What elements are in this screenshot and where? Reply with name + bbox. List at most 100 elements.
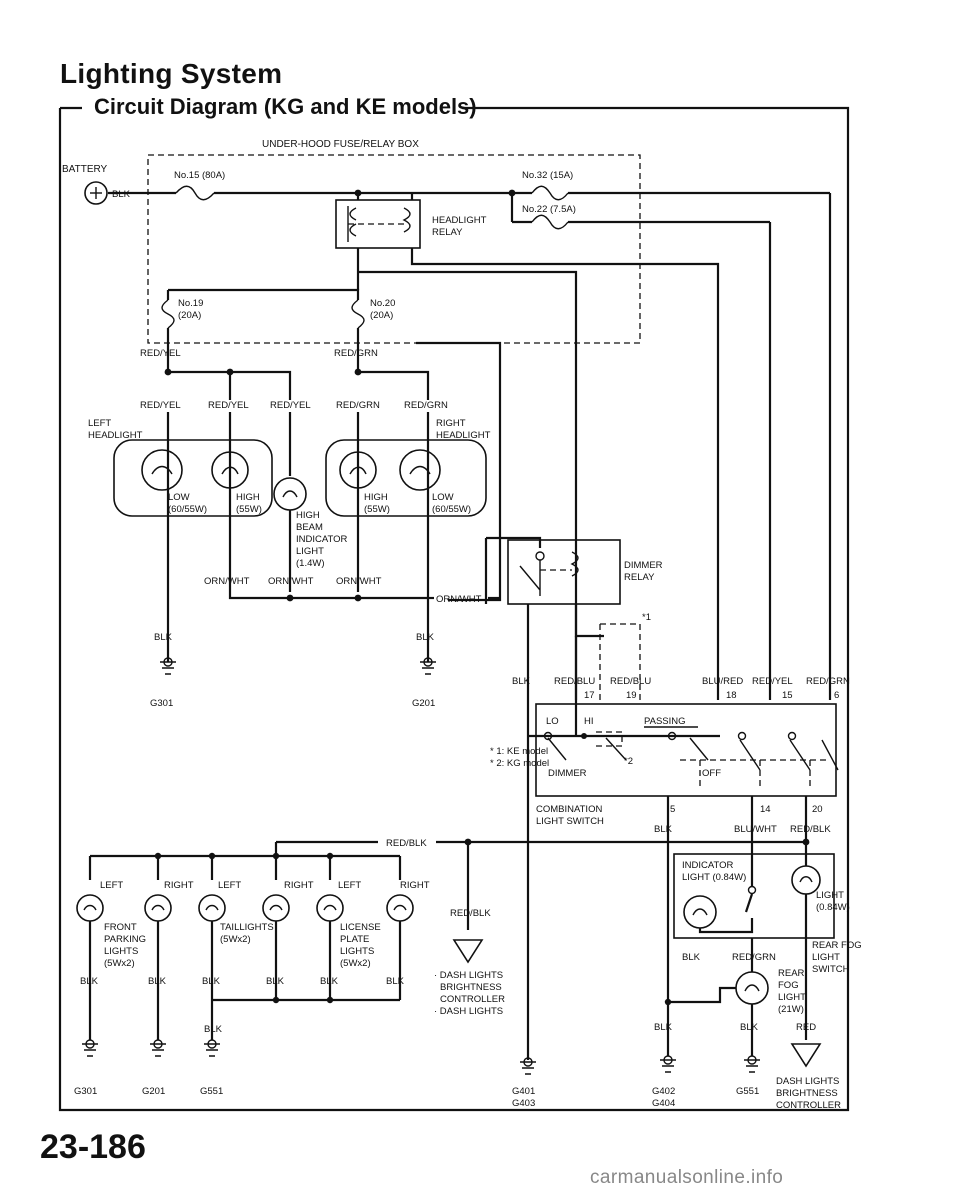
- ground-g201-lower: G201: [142, 1086, 165, 1097]
- right-headlight-label: RIGHT: [436, 418, 466, 429]
- hb-label-4: LIGHT: [296, 546, 324, 557]
- wire-blk-right: BLK: [416, 632, 435, 643]
- left-headlight-label: LEFT: [88, 418, 111, 429]
- battery-label: BATTERY: [62, 164, 108, 175]
- wire-red-grn-fog: RED/GRN: [732, 952, 776, 963]
- fuse-20-label: No.20: [370, 298, 395, 309]
- battery-icon: [84, 181, 108, 205]
- star1-mark: *1: [642, 612, 651, 623]
- wire-blk-g551: BLK: [740, 1022, 759, 1033]
- dash-controller-label-4: · DASH LIGHTS: [434, 1006, 503, 1017]
- dimmer-relay-label: DIMMER: [624, 560, 663, 571]
- left-low-watts: (60/55W): [168, 504, 207, 515]
- lamp-right-label-2: RIGHT: [284, 880, 314, 891]
- page-number: 23-186: [40, 1128, 146, 1166]
- wire-red-grn-2: RED/GRN: [336, 400, 380, 411]
- taillight-bulb-right: [262, 894, 290, 922]
- rear-fog-switch-label-3: SWITCH: [812, 964, 850, 975]
- rear-fog-light-switch: [673, 853, 835, 939]
- note-kg: * 2: KG model: [490, 758, 549, 769]
- ground-g551-right: G551: [736, 1086, 759, 1097]
- hb-label-3: INDICATOR: [296, 534, 348, 545]
- wire-red-grn-3: RED/GRN: [404, 400, 448, 411]
- front-parking-bulb-left: [76, 894, 104, 922]
- pin-20: 20: [812, 804, 823, 815]
- wire-red-grn-4: RED/GRN: [806, 676, 850, 687]
- wire-red-blk-switch: RED/BLK: [790, 824, 831, 835]
- hb-label-5: (1.4W): [296, 558, 325, 569]
- fuse-20-icon: [351, 299, 365, 329]
- ground-g404: G404: [652, 1098, 675, 1109]
- license-label-3: LIGHTS: [340, 946, 374, 957]
- wire-red-yel-5: RED/YEL: [752, 676, 793, 687]
- ground-g201-icon: [420, 657, 436, 675]
- wire-blk-left: BLK: [154, 632, 173, 643]
- dash-controller-label-3: CONTROLLER: [440, 994, 505, 1005]
- combo-switch-label: COMBINATION: [536, 804, 602, 815]
- right-high-watts: (55W): [364, 504, 390, 515]
- rear-fog-light-label-1: REAR: [778, 968, 805, 979]
- switch-hi-label: HI: [584, 716, 594, 727]
- wire-red-grn-1: RED/GRN: [334, 348, 378, 359]
- pin-19: 19: [626, 690, 637, 701]
- fuse-15-icon: [175, 185, 215, 201]
- license-label-1: LICENSE: [340, 922, 381, 933]
- lamp-blk-2: BLK: [148, 976, 167, 987]
- wire-blu-red: BLU/RED: [702, 676, 743, 687]
- lamp-right-label-1: RIGHT: [164, 880, 194, 891]
- dash-brightness-label-1: DASH LIGHTS: [776, 1076, 839, 1087]
- front-parking-label-2: PARKING: [104, 934, 146, 945]
- lamp-blk-1: BLK: [80, 976, 99, 987]
- lamp-blk-4: BLK: [266, 976, 285, 987]
- switch-lo-label: LO: [546, 716, 559, 727]
- hb-label-2: BEAM: [296, 522, 323, 533]
- dash-brightness-controller-icon: [790, 1043, 822, 1068]
- right-high-beam-bulb: [339, 451, 377, 489]
- fuse-19-rating: (20A): [178, 310, 201, 321]
- taillights-label-1: TAILLIGHTS: [220, 922, 274, 933]
- taillights-label-2: (5Wx2): [220, 934, 251, 945]
- ground-g301-lower: G301: [74, 1086, 97, 1097]
- right-headlight: [325, 439, 487, 517]
- rear-fog-light-label-3: LIGHT: [778, 992, 806, 1003]
- fuse-20-rating: (20A): [370, 310, 393, 321]
- wire-red-yel-3: RED/YEL: [208, 400, 249, 411]
- right-low-watts: (60/55W): [432, 504, 471, 515]
- switch-passing-label: PASSING: [644, 716, 686, 727]
- wire-blk-dimmer: BLK: [512, 676, 531, 687]
- indicator-light-label-1: INDICATOR: [682, 860, 734, 871]
- license-label-4: (5Wx2): [340, 958, 371, 969]
- lamp-right-label-3: RIGHT: [400, 880, 430, 891]
- ground-g301-label: G301: [150, 698, 173, 709]
- left-low-beam-bulb: [141, 449, 183, 491]
- wire-red-blu-1: RED/BLU: [554, 676, 595, 687]
- watermark: carmanualsonline.info: [590, 1167, 784, 1188]
- left-high-beam-bulb: [211, 451, 249, 489]
- ground-g201-label: G201: [412, 698, 435, 709]
- wire-red-yel-2: RED/YEL: [140, 400, 181, 411]
- lamp-left-label-1: LEFT: [100, 880, 123, 891]
- lamp-blk-7: BLK: [204, 1024, 223, 1035]
- headlight-relay: [335, 199, 421, 249]
- wire-orn-wht-2: ORN/WHT: [268, 576, 314, 587]
- ground-g401-icon: [520, 1057, 536, 1075]
- dimmer-relay: [507, 539, 621, 605]
- page-title: Lighting System: [60, 58, 283, 89]
- wire-red-blk-bus: RED/BLK: [386, 838, 427, 849]
- combo-switch-label-2: LIGHT SWITCH: [536, 816, 604, 827]
- switch-dimmer-label: DIMMER: [548, 768, 587, 779]
- ground-g301-icon: [160, 657, 176, 675]
- switch-light-label-2: (0.84W): [816, 902, 850, 913]
- left-high-label: HIGH: [236, 492, 260, 503]
- wire-red-yel-4: RED/YEL: [270, 400, 311, 411]
- dash-lights-controller-icon: [452, 939, 484, 964]
- fuse-box-label: UNDER-HOOD FUSE/RELAY BOX: [262, 139, 419, 150]
- ground-g401: G401: [512, 1086, 535, 1097]
- left-low-label: LOW: [168, 492, 190, 503]
- pin-18: 18: [726, 690, 737, 701]
- headlight-relay-label: HEADLIGHT: [432, 215, 487, 226]
- pin-6: 6: [834, 690, 839, 701]
- ground-g403: G403: [512, 1098, 535, 1109]
- wire-orn-wht-1: ORN/WHT: [204, 576, 250, 587]
